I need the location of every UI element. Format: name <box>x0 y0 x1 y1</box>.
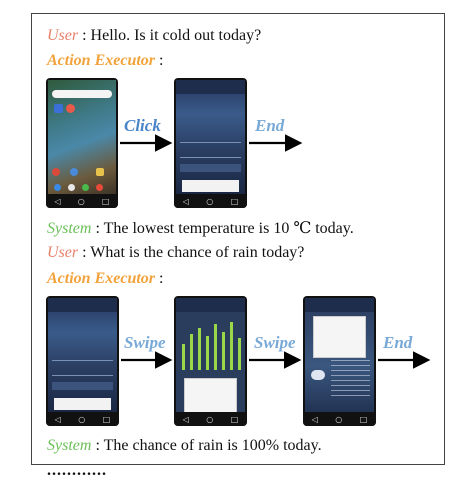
utterance: : Hello. Is it cold out today? <box>78 27 262 44</box>
figure-frame <box>31 13 445 465</box>
action-end-label: End <box>255 116 285 135</box>
weather-phone-2: ◁○□ <box>46 296 119 426</box>
app-icon <box>96 168 104 176</box>
weather-header <box>176 80 245 94</box>
utterance: : <box>155 270 164 287</box>
system-turn-2: System : The chance of rain is 100% toda… <box>47 437 322 455</box>
action-end-label: End <box>383 333 413 352</box>
speaker-executor: Action Executor <box>47 270 156 287</box>
app-icon <box>52 168 60 176</box>
android-nav-bar: ◁○□ <box>174 194 247 208</box>
forecast-strip <box>52 360 113 376</box>
utterance: : What is the chance of rain today? <box>78 244 305 261</box>
app-icon <box>70 168 78 176</box>
utterance: : The lowest temperature is 10 ℃ today. <box>91 220 354 237</box>
weather-screen <box>48 298 117 412</box>
cloud-icon <box>311 370 325 380</box>
rain-chart-screen <box>176 298 245 414</box>
app-icon <box>66 104 75 113</box>
dock-icon <box>54 184 61 191</box>
speaker-user: User <box>47 27 79 44</box>
ad-banner <box>182 180 239 192</box>
search-bar <box>52 90 112 98</box>
action-swipe-label: Swipe <box>254 333 296 352</box>
detail-screen <box>305 298 374 412</box>
detail-phone: ◁○□ <box>303 296 376 426</box>
user-turn-1: User : Hello. Is it cold out today? <box>47 27 261 45</box>
home-screen-wallpaper <box>48 80 116 194</box>
forecast-strip <box>180 142 241 158</box>
rain-chart-phone: ◁○□ <box>174 296 247 426</box>
weather-phone-1: ◁○□ <box>174 78 247 208</box>
action-swipe-label: Swipe <box>124 333 166 352</box>
executor-turn-2: Action Executor : <box>47 270 163 288</box>
android-nav-bar: ◁○□ <box>46 412 119 426</box>
android-nav-bar: ◁○□ <box>303 412 376 426</box>
app-icon <box>54 104 63 113</box>
dock-icon <box>68 184 75 191</box>
home-screen-phone: ◁○□ <box>46 78 118 208</box>
tabs-row <box>180 164 241 172</box>
speaker-executor: Action Executor <box>47 52 156 69</box>
android-nav-bar: ◁○□ <box>46 194 118 208</box>
utterance: : <box>155 52 164 69</box>
weather-screen <box>176 80 245 194</box>
weather-details-list <box>331 360 370 400</box>
speaker-system: System <box>47 437 92 454</box>
dock-icon <box>96 184 103 191</box>
speaker-system: System <box>47 220 92 237</box>
android-nav-bar: ◁○□ <box>174 412 247 426</box>
speaker-user: User <box>47 244 79 261</box>
executor-turn-1: Action Executor : <box>47 52 163 70</box>
rain-bars <box>182 322 241 370</box>
tabs-row <box>52 382 113 390</box>
weather-header <box>176 298 245 312</box>
action-click-label: Click <box>124 116 161 135</box>
system-turn-1: System : The lowest temperature is 10 ℃ … <box>47 218 354 238</box>
utterance: : The chance of rain is 100% today. <box>91 437 322 454</box>
ad-banner <box>54 398 111 410</box>
popup-dialog <box>313 316 366 358</box>
weather-header <box>48 298 117 312</box>
dock-icon <box>82 184 89 191</box>
weather-header <box>305 298 374 312</box>
user-turn-2: User : What is the chance of rain today? <box>47 244 304 262</box>
ellipsis: ............ <box>47 462 107 479</box>
